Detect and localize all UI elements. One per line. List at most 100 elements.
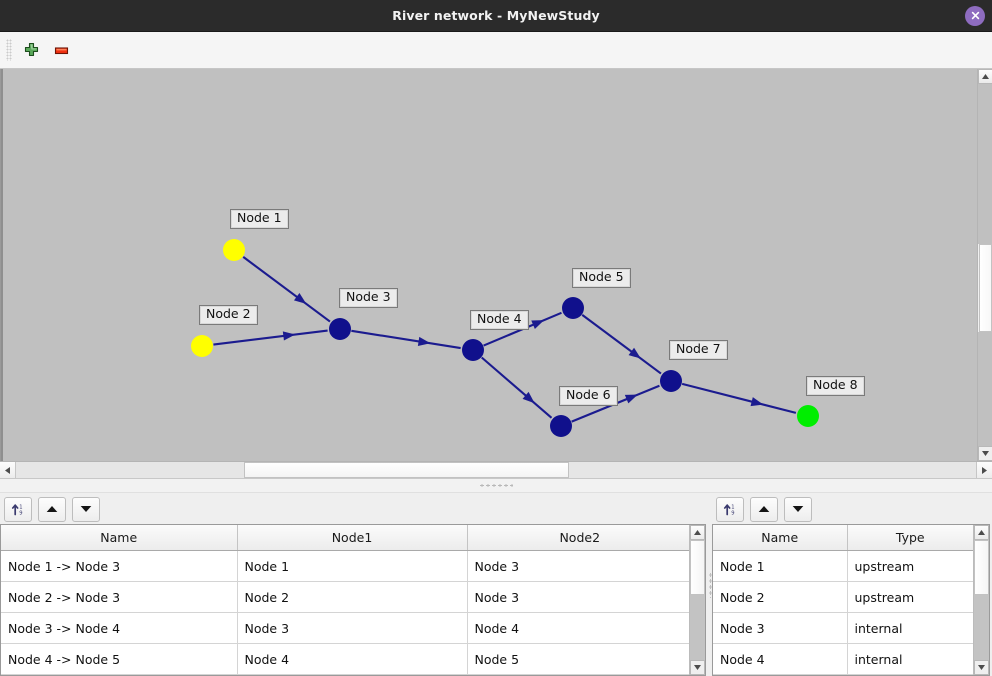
table-cell[interactable] [467,674,689,675]
nodes-vscroll-thumb[interactable] [974,540,989,595]
table-row[interactable] [713,674,973,675]
graph-node-label[interactable]: Node 2 [199,305,258,325]
column-header[interactable]: Name [1,525,238,551]
reaches-move-down-button[interactable] [72,496,100,522]
canvas-vscroll-track-lower[interactable] [978,332,992,446]
close-icon[interactable] [965,5,985,26]
graph-node-label[interactable]: Node 3 [339,288,398,308]
canvas-vscroll-thumb[interactable] [979,244,992,332]
table-cell[interactable] [713,674,848,675]
table-cell[interactable]: Node 3 -> Node 4 [1,612,238,644]
graph-node[interactable] [660,370,682,392]
canvas-vertical-scrollbar[interactable] [977,69,992,461]
graph-node[interactable] [329,318,351,340]
table-row[interactable] [1,674,689,675]
table-cell[interactable]: Node 4 [237,643,468,675]
graph-node[interactable] [191,335,213,357]
graph-node-label[interactable]: Node 4 [470,310,529,330]
scroll-up-icon[interactable] [690,525,705,540]
toolbar-grip[interactable] [6,39,12,61]
table-cell[interactable]: Node 2 [713,581,848,613]
table-cell[interactable] [237,674,468,675]
table-cell[interactable]: Node 1 [237,550,468,582]
graph-node[interactable] [797,405,819,427]
graph-edge[interactable] [581,314,662,375]
scroll-down-icon[interactable] [974,660,989,675]
table-cell[interactable]: Node 2 [237,581,468,613]
table-cell[interactable]: internal [847,643,973,675]
nodes-sort-button[interactable]: 1 9 [716,496,744,522]
graph-node[interactable] [462,339,484,361]
graph-node[interactable] [550,415,572,437]
table-cell[interactable]: Node 4 [713,643,848,675]
remove-node-icon[interactable] [46,36,76,64]
reaches-vscroll-thumb[interactable] [690,540,705,595]
graph-node-label[interactable]: Node 7 [669,340,728,360]
column-header[interactable]: Type [847,525,973,551]
table-cell[interactable]: Node 3 [467,581,689,613]
graph-node-label[interactable]: Node 1 [230,209,289,229]
nodes-move-up-button[interactable] [750,496,778,522]
canvas-horizontal-scrollbar[interactable] [0,461,992,479]
graph-node[interactable] [562,297,584,319]
canvas-hscroll-thumb[interactable] [244,462,569,478]
column-header[interactable]: Node1 [237,525,468,551]
scroll-up-icon[interactable] [978,69,992,84]
table-cell[interactable]: Node 3 [713,612,848,644]
scroll-down-icon[interactable] [978,446,992,461]
reaches-move-up-button[interactable] [38,496,66,522]
canvas-vscroll-track-upper[interactable] [978,84,992,244]
table-cell[interactable]: Node 2 -> Node 3 [1,581,238,613]
graph-edge[interactable] [681,382,797,414]
table-cell[interactable]: Node 3 [467,550,689,582]
table-cell[interactable]: upstream [847,581,973,613]
table-cell[interactable]: Node 1 [713,550,848,582]
table-cell[interactable]: Node 4 [467,612,689,644]
graph-edge[interactable] [351,329,461,350]
table-cell[interactable]: upstream [847,550,973,582]
scroll-right-icon[interactable] [976,462,992,478]
graph-node-label[interactable]: Node 8 [806,376,865,396]
column-header[interactable]: Name [713,525,848,551]
scroll-down-icon[interactable] [690,660,705,675]
table-cell[interactable]: Node 1 -> Node 3 [1,550,238,582]
nodes-move-down-button[interactable] [784,496,812,522]
table-cell[interactable]: internal [847,612,973,644]
graph-node-label[interactable]: Node 5 [572,268,631,288]
table-cell[interactable]: Node 5 [467,643,689,675]
graph-edge[interactable] [481,356,553,419]
graph-edge-arrow [282,331,296,341]
column-header[interactable]: Node2 [467,525,689,551]
table-cell[interactable] [1,674,238,675]
graph-node-label[interactable]: Node 6 [559,386,618,406]
reaches-vertical-scrollbar[interactable] [689,525,705,675]
nodes-vertical-scrollbar[interactable] [973,525,989,675]
table-cell[interactable]: Node 3 [237,612,468,644]
table-cell[interactable] [847,674,973,675]
network-canvas[interactable]: Node 1 Node 2 Node 3 Node 4 Node 5 Node 6 Node… [1,69,978,461]
tables-splitter[interactable] [708,493,712,676]
canvas-tables-splitter[interactable] [0,479,992,493]
graph-node[interactable] [223,239,245,261]
reaches-sort-button[interactable]: 1 9 [4,496,32,522]
scroll-up-icon[interactable] [974,525,989,540]
graph-edge[interactable] [242,256,331,323]
table-cell[interactable]: Node 4 -> Node 5 [1,643,238,675]
graph-edge[interactable] [213,329,328,346]
scroll-left-icon[interactable] [0,462,16,478]
add-node-icon[interactable] [16,36,46,64]
canvas-hscroll-track[interactable] [16,462,976,478]
